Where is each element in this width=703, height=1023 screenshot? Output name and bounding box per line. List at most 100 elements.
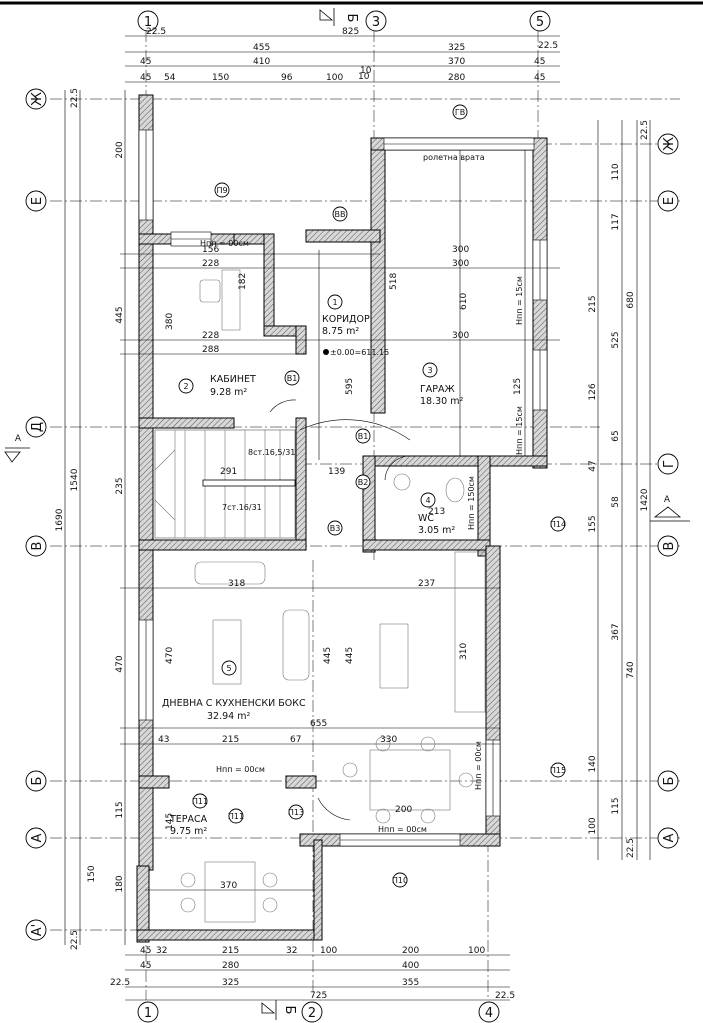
svg-text:32: 32 (286, 946, 297, 956)
svg-text:Ж: Ж (30, 92, 45, 106)
room-3-area: 18.30 m² (420, 396, 463, 407)
top-axis-bubbles: 1 3 5 Б (137, 8, 551, 32)
svg-text:180: 180 (115, 875, 125, 892)
svg-text:150: 150 (212, 73, 229, 83)
svg-text:518: 518 (389, 273, 399, 290)
section-mark-left: А (15, 434, 22, 444)
svg-text:740: 740 (626, 661, 636, 678)
axis-top-3: 3 (372, 15, 380, 30)
svg-text:22.5: 22.5 (110, 978, 130, 988)
svg-text:22.5: 22.5 (640, 120, 650, 140)
room-3-name: ГАРАЖ (420, 384, 456, 395)
svg-text:150: 150 (87, 865, 97, 882)
room-4-name: WC (418, 513, 434, 524)
svg-text:595: 595 (345, 378, 355, 395)
svg-text:300: 300 (452, 331, 469, 341)
svg-text:Е: Е (662, 197, 677, 205)
axis-top-1: 1 (144, 15, 152, 30)
svg-text:ВВ: ВВ (335, 210, 346, 219)
svg-text:Г: Г (662, 460, 677, 468)
svg-text:215: 215 (588, 295, 598, 312)
svg-text:410: 410 (253, 57, 270, 67)
svg-text:280: 280 (448, 73, 465, 83)
svg-text:45: 45 (534, 57, 545, 67)
svg-text:10: 10 (358, 72, 370, 82)
svg-text:228: 228 (202, 331, 219, 341)
svg-text:22.5: 22.5 (538, 41, 558, 51)
svg-text:58: 58 (611, 496, 621, 508)
level-mark: ±0.00=611.15 (330, 348, 389, 357)
svg-text:П14: П14 (550, 520, 566, 529)
staircase (154, 429, 296, 539)
svg-text:В1: В1 (287, 374, 298, 383)
svg-text:А: А (662, 833, 677, 842)
svg-text:125: 125 (513, 378, 523, 395)
svg-text:45: 45 (140, 57, 151, 67)
axis-bottom-2: 2 (308, 1006, 316, 1021)
svg-text:22.5: 22.5 (495, 991, 515, 1001)
svg-text:235: 235 (115, 477, 125, 494)
svg-text:Нпп = 150см: Нпп = 150см (467, 476, 476, 530)
svg-text:200: 200 (395, 805, 412, 815)
windows (138, 129, 548, 847)
room-5-number: 5 (226, 664, 231, 673)
svg-text:Нпп = 15см: Нпп = 15см (515, 276, 524, 325)
svg-text:380: 380 (165, 313, 175, 330)
svg-text:54: 54 (164, 73, 176, 83)
svg-text:367: 367 (611, 623, 621, 640)
room-4-number: 4 (425, 496, 430, 505)
svg-text:825: 825 (342, 27, 359, 37)
svg-text:318: 318 (228, 579, 245, 589)
stair-label-lower: 7ст.16/31 (222, 503, 262, 512)
svg-text:10: 10 (360, 66, 372, 76)
svg-text:А: А (30, 833, 45, 842)
svg-text:140: 140 (588, 755, 598, 772)
svg-text:Б: Б (662, 777, 677, 786)
svg-text:45: 45 (140, 946, 151, 956)
svg-text:П9: П9 (216, 186, 227, 195)
svg-text:Б: Б (30, 777, 45, 786)
svg-text:45: 45 (534, 73, 545, 83)
svg-text:228: 228 (202, 259, 219, 269)
svg-text:237: 237 (418, 579, 435, 589)
svg-text:22.5: 22.5 (70, 88, 80, 108)
svg-text:470: 470 (115, 655, 125, 672)
svg-text:370: 370 (448, 57, 465, 67)
svg-text:А': А' (30, 924, 45, 936)
svg-text:680: 680 (626, 291, 636, 308)
svg-text:215: 215 (222, 946, 239, 956)
room-5-name: ДНЕВНА С КУХНЕНСКИ БОКС (162, 698, 306, 709)
section-mark-top: Б (344, 14, 359, 23)
right-dimensions: 1420 22.5 680 740 22.5 110 117 525 65 58… (588, 120, 651, 860)
left-axis-bubbles: Ж Е Д В Б А А' А (4, 88, 47, 941)
axis-top-5: 5 (536, 15, 544, 30)
svg-text:65: 65 (611, 430, 621, 441)
svg-text:139: 139 (328, 467, 345, 477)
svg-text:Ж: Ж (662, 137, 677, 151)
svg-text:156: 156 (202, 245, 219, 255)
svg-text:В: В (662, 542, 677, 551)
svg-text:288: 288 (202, 345, 219, 355)
svg-text:Д: Д (30, 422, 45, 432)
svg-text:110: 110 (611, 163, 621, 180)
terrace-name: ТЕРАСА (169, 814, 208, 825)
svg-text:1540: 1540 (70, 468, 80, 491)
svg-text:Нпп = 00см: Нпп = 00см (474, 741, 483, 790)
room-2-number: 2 (183, 382, 188, 391)
axis-bottom-1: 1 (144, 1006, 152, 1021)
svg-text:291: 291 (220, 467, 237, 477)
room-1-name: КОРИДОР (322, 314, 370, 325)
right-axis-bubbles: Ж Е Г В Б А А (650, 133, 690, 849)
room-4-area: 3.05 m² (418, 525, 455, 536)
svg-text:325: 325 (222, 978, 239, 988)
svg-text:455: 455 (253, 43, 270, 53)
svg-text:100: 100 (588, 817, 598, 834)
opening-tags: ВВ В1 В1 В2 В3 ГВ П9 П10 П11 П11 П13 П14… (192, 104, 566, 888)
svg-text:300: 300 (452, 245, 469, 255)
svg-text:200: 200 (115, 141, 125, 158)
section-mark-right: А (664, 495, 671, 505)
terrace-area: 9.75 m² (170, 826, 207, 837)
svg-text:1690: 1690 (55, 508, 65, 531)
svg-text:445: 445 (345, 647, 355, 664)
svg-text:В: В (30, 542, 45, 551)
